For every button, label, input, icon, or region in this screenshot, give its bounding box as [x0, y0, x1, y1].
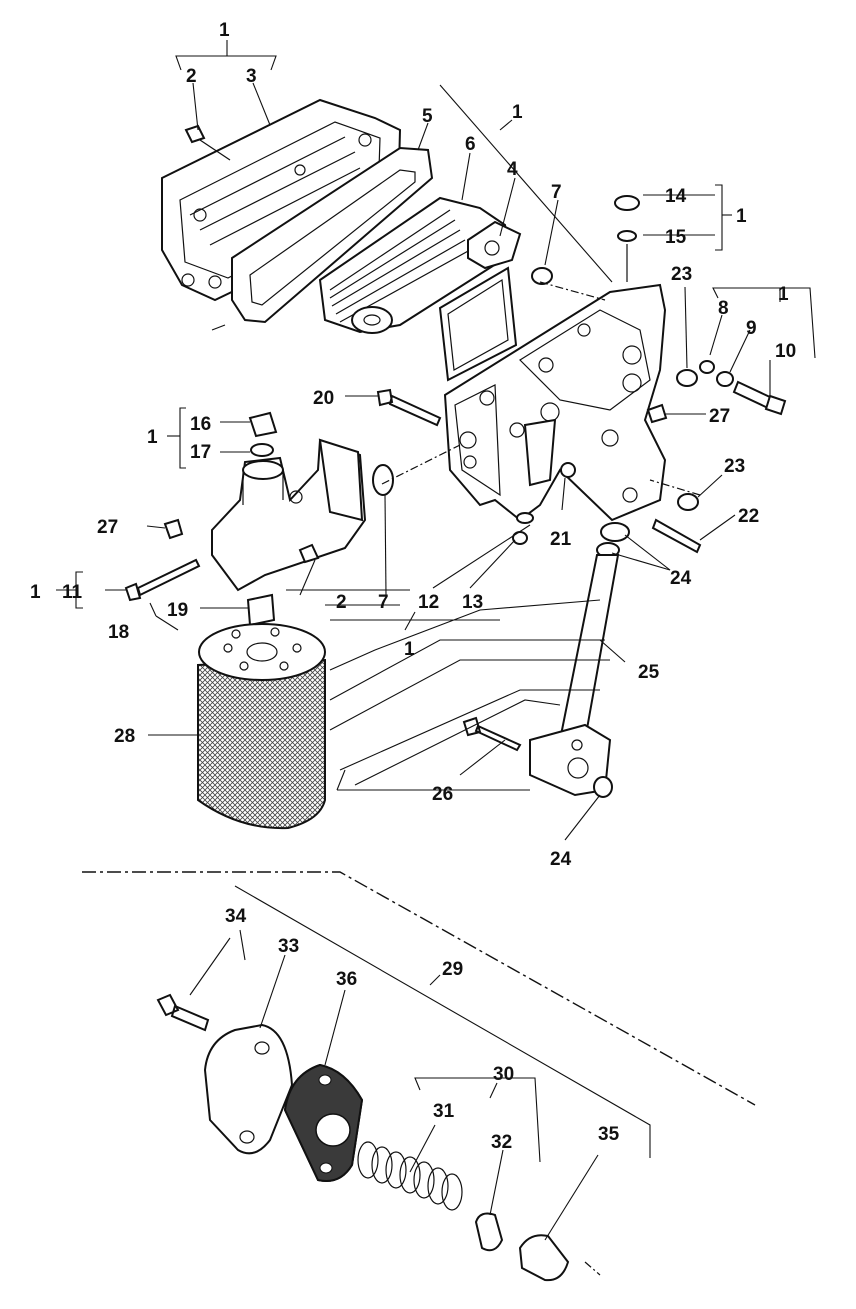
washer-15-part — [617, 230, 637, 242]
callout-36: 36 — [336, 969, 357, 990]
callout-6: 6 — [465, 134, 476, 155]
callout-1-main: 1 — [512, 102, 523, 123]
callout-10: 10 — [775, 341, 796, 362]
bolt-27-right-part — [646, 403, 668, 424]
callout-24-mid: 24 — [670, 568, 692, 589]
callout-1-left16: 1 — [147, 427, 158, 448]
callout-28: 28 — [114, 726, 135, 747]
callout-2-top: 2 — [186, 66, 197, 87]
callout-12: 12 — [418, 592, 439, 613]
oil-filter-part — [197, 623, 326, 830]
washer-17-part — [250, 443, 274, 457]
callout-27-right: 27 — [709, 406, 730, 427]
callout-27-left: 27 — [97, 517, 118, 538]
callout-23-mid: 23 — [724, 456, 745, 477]
callout-3: 3 — [246, 66, 257, 87]
callout-35: 35 — [598, 1124, 620, 1145]
relief-valve-assembly — [156, 993, 570, 1282]
o-ring-7-mid — [372, 464, 394, 496]
callout-15: 15 — [665, 227, 687, 248]
o-ring-7-top — [531, 267, 553, 285]
washer-12-part — [516, 512, 534, 524]
callout-1-top: 1 — [219, 20, 230, 41]
callout-20: 20 — [313, 388, 334, 409]
cooler-core-part — [318, 196, 522, 334]
callout-21: 21 — [550, 529, 572, 550]
callout-1-left11: 1 — [30, 582, 41, 603]
nipple-19-part — [246, 593, 276, 627]
section-divider-line — [82, 871, 756, 1106]
assembly-axis-lines — [381, 281, 701, 1276]
callout-7-mid: 7 — [378, 592, 389, 613]
plate-gasket-inner — [447, 278, 509, 371]
callout-30: 30 — [493, 1064, 514, 1085]
plate-gasket-part — [438, 266, 518, 382]
callout-18: 18 — [108, 622, 129, 643]
bolt-10-assembly — [676, 360, 787, 416]
callout-29: 29 — [442, 959, 463, 980]
filter-head-part — [211, 438, 367, 592]
cooler-gasket-part — [231, 146, 434, 324]
callout-16: 16 — [190, 414, 211, 435]
callout-13: 13 — [462, 592, 483, 613]
bolt-2-top — [184, 124, 231, 161]
cooler-cover-part — [161, 98, 402, 302]
bolt-27-left-part — [163, 518, 184, 540]
callout-8: 8 — [718, 298, 729, 319]
callout-14: 14 — [665, 186, 687, 207]
plug-16-part — [248, 411, 278, 438]
bolt-11-part — [124, 558, 201, 602]
oil-pipe-part — [462, 522, 630, 798]
plug-13-part — [512, 531, 528, 545]
callout-1-r8: 1 — [778, 284, 789, 305]
callout-1-bottom: 1 — [404, 639, 415, 660]
callout-32: 32 — [491, 1132, 512, 1153]
callout-5: 5 — [422, 106, 433, 127]
callout-labels: 1 2 3 5 1 6 4 7 14 1 15 23 1 8 9 10 20 2… — [30, 20, 796, 1153]
plug-14-part — [614, 195, 640, 211]
callout-26: 26 — [432, 784, 453, 805]
callout-11: 11 — [62, 582, 83, 603]
callout-17: 17 — [190, 442, 211, 463]
o-ring-23-mid — [677, 493, 699, 511]
callout-23-top: 23 — [671, 264, 692, 285]
callout-7-top: 7 — [551, 182, 562, 203]
callout-22: 22 — [738, 506, 759, 527]
callout-9: 9 — [746, 318, 757, 339]
callout-4: 4 — [507, 159, 518, 180]
callout-25: 25 — [638, 662, 660, 683]
callout-31: 31 — [433, 1101, 455, 1122]
bolt-20-part — [376, 388, 442, 427]
callout-2-mid: 2 — [336, 592, 347, 613]
callout-19: 19 — [167, 600, 188, 621]
callout-34: 34 — [225, 906, 247, 927]
callout-1-r14: 1 — [736, 206, 747, 227]
filter-housing-part — [443, 283, 667, 522]
callout-24-bottom: 24 — [550, 849, 572, 870]
bolt-2-mid-part — [298, 543, 320, 564]
leader-lines — [56, 40, 816, 1241]
bolt-22-part — [651, 518, 702, 554]
callout-33: 33 — [278, 936, 299, 957]
